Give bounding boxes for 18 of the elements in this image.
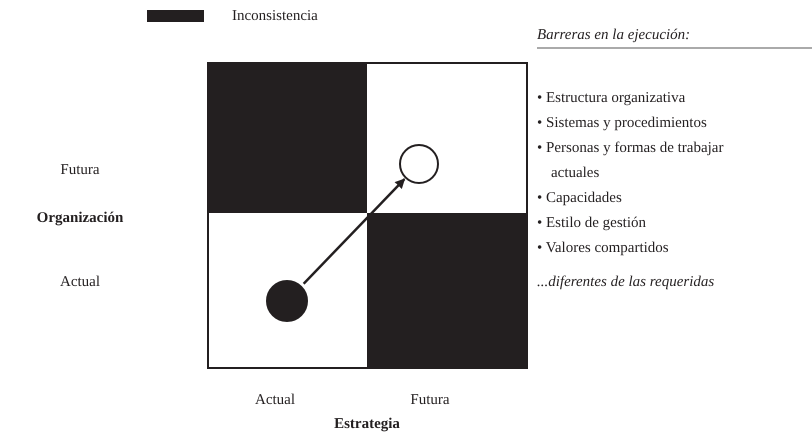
axis-tick-label: Futura [410, 391, 450, 409]
list-item: • Estructura organizativa [537, 89, 686, 108]
list-item: • Capacidades [537, 189, 623, 208]
arrow [302, 178, 406, 285]
filled-circle [266, 280, 308, 322]
axis-tick-label: Actual [60, 273, 100, 291]
list-item: • Personas y formas de trabajar actuales [537, 139, 724, 183]
axis-title: Estrategia [334, 415, 400, 433]
axis-tick-label: Actual [255, 391, 295, 409]
list-item: • Valores compartidos [537, 239, 670, 258]
legend-label: Inconsistencia [232, 7, 318, 25]
list-heading: Barreras en la ejecución: [537, 26, 690, 44]
axis-title: Organización [36, 209, 124, 227]
open-circle [399, 144, 439, 184]
list-item: • Sistemas y procedimientos [537, 114, 708, 133]
axis-tick-label: Futura [60, 161, 100, 179]
list-footnote: ...diferentes de las requeridas [537, 273, 714, 291]
list-item: • Estilo de gestión [537, 214, 647, 233]
